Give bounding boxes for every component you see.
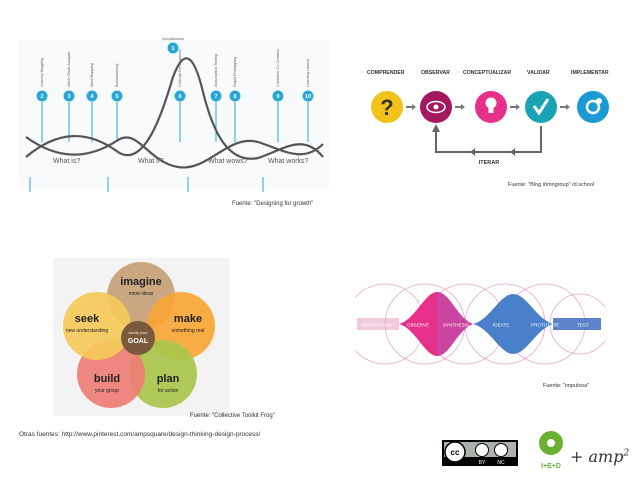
by-icon xyxy=(475,443,489,457)
stage-heading: IMPLEMENTAR xyxy=(571,70,609,76)
svg-text:BY: BY xyxy=(479,460,486,466)
stage-heading: OBSERVAR xyxy=(421,70,450,76)
step-number: 7 xyxy=(214,94,217,100)
ideate-shape xyxy=(473,294,553,354)
step-number: 1 xyxy=(171,46,174,52)
cc-icon xyxy=(444,441,466,463)
step-circle xyxy=(167,42,179,54)
stage-heading: VALIDAR xyxy=(527,70,550,76)
step-circle xyxy=(272,90,284,102)
dschool-process-diagram: COMPRENDER OBSERVAR CONCEPTUALIZAR VALID… xyxy=(367,70,609,166)
caption-impulsoa: Fuente: "impulsoa" xyxy=(543,383,590,389)
stage-label: TEST xyxy=(577,323,589,328)
collective-toolkit-flower: clarify your GOAL imagine more ideas mak… xyxy=(53,258,229,416)
phase-label: What if? xyxy=(138,158,164,165)
caption-designing-for-growth: Fuente: "Designing for growth" xyxy=(232,201,314,207)
question-icon: ? xyxy=(380,95,393,120)
petal-title: build xyxy=(94,373,120,385)
creative-commons-badge: cc BY NC xyxy=(442,440,518,466)
stage-label: OBSERVE xyxy=(407,323,429,328)
svg-text:NC: NC xyxy=(497,460,505,466)
step-number: 4 xyxy=(90,94,94,100)
nc-icon xyxy=(494,443,508,457)
check-icon xyxy=(532,98,550,116)
petal-sub: for action xyxy=(158,388,179,394)
petal-sub: your group xyxy=(95,388,119,394)
stage-label: IDEATE xyxy=(493,323,509,328)
step-label: Visualization xyxy=(162,36,184,41)
goal-label: GOAL xyxy=(128,338,149,345)
step-label: Mind Mapping xyxy=(90,63,94,87)
caption-collective-toolkit: Fuente: "Collective Toolkit Frog" xyxy=(190,413,275,419)
svg-text:cc: cc xyxy=(451,448,460,457)
amp-logo: + amp2 xyxy=(570,447,630,466)
step-label: Value Chain Analysis xyxy=(67,52,71,87)
petal-seek xyxy=(63,292,131,360)
step-circle xyxy=(229,90,241,102)
bulb-icon xyxy=(485,97,497,109)
step-circle xyxy=(111,90,123,102)
step-circle xyxy=(86,90,98,102)
goal-center xyxy=(121,321,155,355)
petal-title: imagine xyxy=(120,276,162,288)
petal-sub: new understanding xyxy=(66,328,108,334)
stage-label: PROTOTYPE xyxy=(531,323,559,328)
goal-pre: clarify your xyxy=(128,330,148,335)
step-circle xyxy=(63,90,75,102)
petal-title: make xyxy=(174,313,202,325)
step-number: 8 xyxy=(233,94,236,100)
petal-plan xyxy=(129,340,197,408)
petal-sub: more ideas xyxy=(129,291,154,297)
comprender-circle xyxy=(371,91,403,123)
step-number: 6 xyxy=(178,94,181,100)
implementar-circle xyxy=(577,91,609,123)
svg-text:I+E+D: I+E+D xyxy=(541,463,561,470)
step-label: Learning Launch xyxy=(306,59,310,87)
eye-icon xyxy=(426,100,446,114)
designing-for-growth-diagram: What is? What if? What wows? What works?… xyxy=(18,36,330,192)
stage-heading: COMPRENDER xyxy=(367,70,405,76)
stage-label: SYNTHESIS xyxy=(443,323,469,328)
step-number: 5 xyxy=(115,94,118,100)
phase-label: What wows? xyxy=(208,158,248,165)
other-sources-text: Otras fuentes: http://www.pinterest.com/… xyxy=(19,431,261,438)
validar-circle xyxy=(525,91,557,123)
step-number: 2 xyxy=(40,94,43,100)
gear-icon xyxy=(585,99,601,115)
step-circle xyxy=(174,90,186,102)
phase-label: What is? xyxy=(53,158,80,165)
step-number: 9 xyxy=(276,94,279,100)
iterar-label: ITERAR xyxy=(479,160,500,166)
phase-label: What works? xyxy=(268,158,309,165)
step-label: Customer Co-Creation xyxy=(276,49,280,87)
step-number: 3 xyxy=(67,94,70,100)
step-circle xyxy=(302,90,314,102)
petal-sub: something real xyxy=(172,328,205,334)
step-circle xyxy=(210,90,222,102)
step-label: Concept Development xyxy=(178,48,182,87)
step-label: Rapid Prototyping xyxy=(233,57,237,87)
ied-logo: I+E+D xyxy=(539,431,563,470)
step-number: 10 xyxy=(305,94,311,100)
petal-title: plan xyxy=(157,373,180,385)
step-circle xyxy=(36,90,48,102)
step-label: Brainstorming xyxy=(115,64,119,87)
step-label: Assumption Testing xyxy=(214,54,218,87)
impulsoa-process-diagram: UNDERSTAND OBSERVE SYNTHESIS IDEATE PROT… xyxy=(355,283,605,365)
step-label: Journey Mapping xyxy=(40,58,44,87)
caption-dschool: Fuente: "Blog iõmngroup" /d.school xyxy=(508,182,595,188)
stage-heading: CONCEPTUALIZAR xyxy=(463,70,511,76)
petal-title: seek xyxy=(75,313,100,325)
stage-label: UNDERSTAND xyxy=(361,323,393,328)
